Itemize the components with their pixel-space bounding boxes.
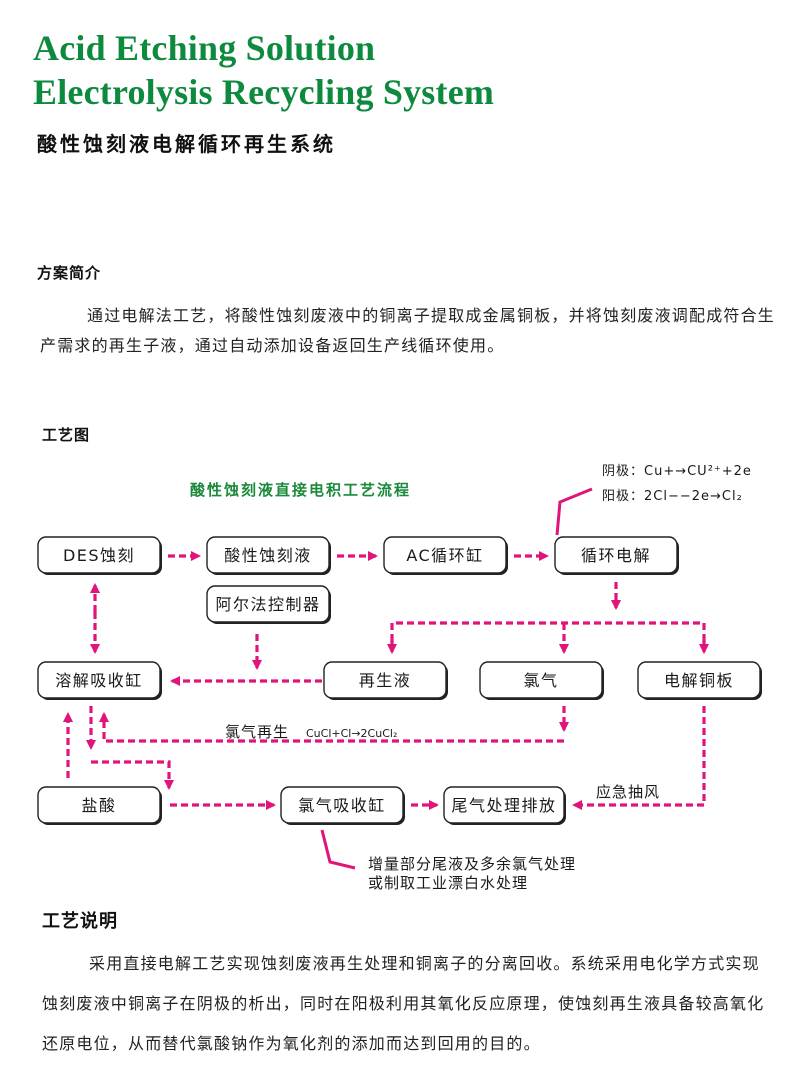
excess-note-pointer	[320, 829, 356, 870]
title-english-line-2: Electrolysis Recycling System	[33, 72, 495, 112]
chlorine-regen-loop	[98, 711, 564, 743]
emergency-exhaust-label: 应急抽风	[596, 783, 660, 801]
box-label: 氯气吸收缸	[298, 796, 386, 815]
excess-note-line-2: 或制取工业漂白水处理	[368, 874, 528, 892]
diagram-heading: 工艺图	[42, 426, 91, 444]
box-label: 循环电解	[581, 546, 651, 565]
box-acid-etchant: 酸性蚀刻液	[206, 536, 331, 575]
box-label: 再生液	[359, 671, 412, 690]
box-chlorine-absorption-tank: 氯气吸收缸	[280, 786, 405, 825]
line-to-absorption	[91, 760, 175, 791]
box-dissolution-tank: 溶解吸收缸	[37, 661, 162, 700]
box-alpha-controller: 阿尔法控制器	[206, 585, 331, 624]
cathode-reaction-note: 阴极：Cu+→CU²⁺+2e	[602, 464, 752, 479]
chlorine-regen-label: 氯气再生	[225, 723, 289, 741]
box-des-etching: DES蚀刻	[37, 536, 162, 575]
anode-reaction-note: 阳极：2Cl−−2e→Cl₂	[602, 489, 743, 504]
chlorine-regen-formula: CuCl+Cl→2CuCl₂	[306, 727, 397, 740]
box-label: 盐酸	[81, 796, 116, 815]
box-label: 电解铜板	[664, 671, 734, 690]
box-circulating-electrolysis: 循环电解	[554, 536, 679, 575]
title-english-line-1: Acid Etching Solution	[33, 28, 376, 68]
description-paragraph: 采用直接电解工艺实现蚀刻废液再生处理和铜离子的分离回收。系统采用电化学方式实现蚀…	[42, 954, 765, 1053]
box-label: 氯气	[523, 671, 558, 690]
box-ac-tank: AC循环缸	[383, 536, 508, 575]
box-chlorine: 氯气	[479, 661, 604, 700]
box-tail-gas-discharge: 尾气处理排放	[443, 786, 566, 825]
intro-heading: 方案简介	[37, 264, 102, 282]
box-regenerated-liquid: 再生液	[323, 661, 448, 700]
box-label: 溶解吸收缸	[55, 671, 143, 690]
box-label: DES蚀刻	[63, 546, 135, 565]
reaction-note-pointer	[555, 487, 593, 536]
title-chinese: 酸性蚀刻液电解循环再生系统	[37, 132, 336, 156]
box-label: 酸性蚀刻液	[224, 546, 312, 565]
process-flow-diagram: 酸性蚀刻液直接电积工艺流程 阴极：Cu+→CU²⁺+2e 阳极：2Cl−−2e→…	[37, 464, 762, 892]
box-copper-plate: 电解铜板	[637, 661, 762, 700]
box-hydrochloric-acid: 盐酸	[37, 786, 162, 825]
flow-title: 酸性蚀刻液直接电积工艺流程	[190, 481, 411, 499]
description-heading: 工艺说明	[42, 911, 118, 932]
emergency-exhaust-line	[571, 706, 706, 811]
excess-note-line-1: 增量部分尾液及多余氯气处理	[368, 855, 576, 873]
distribution-bar	[390, 621, 706, 652]
box-label: AC循环缸	[406, 546, 483, 565]
intro-paragraph: 通过电解法工艺，将酸性蚀刻废液中的铜离子提取成金属铜板，并将蚀刻废液调配成符合生…	[40, 306, 776, 355]
box-label: 阿尔法控制器	[215, 595, 320, 614]
box-label: 尾气处理排放	[451, 796, 556, 815]
